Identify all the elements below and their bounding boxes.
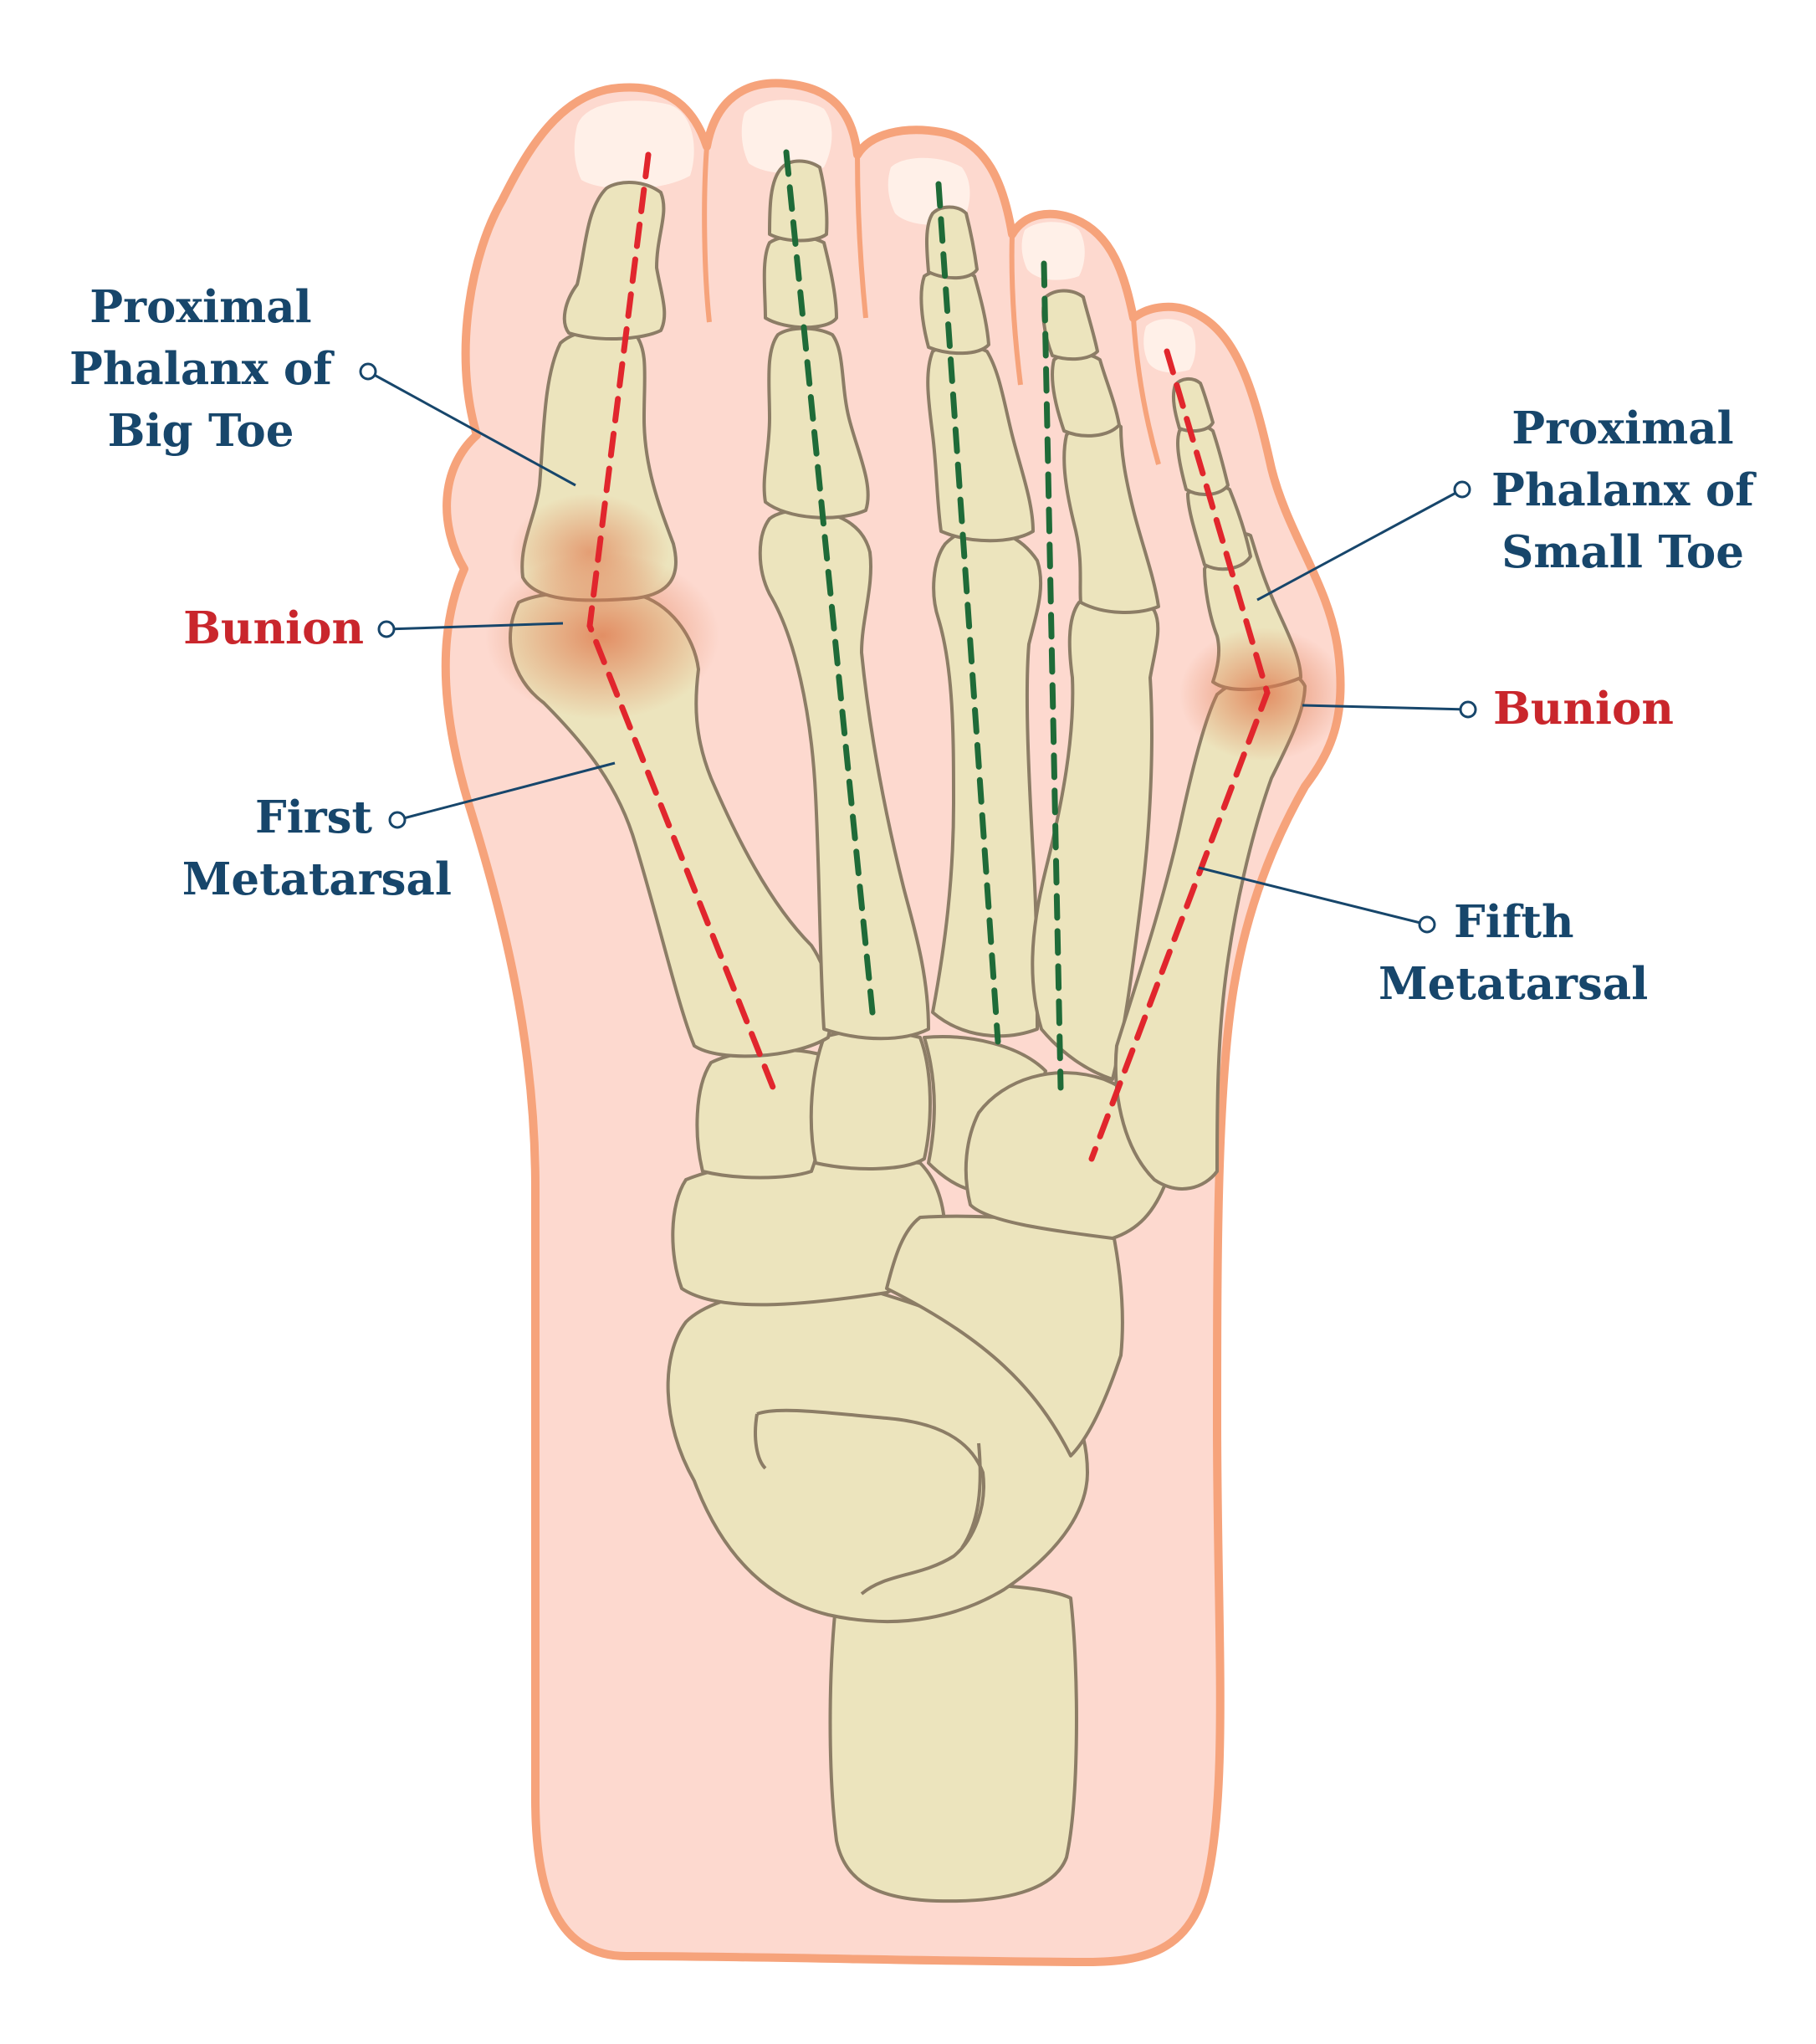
toenail-4 <box>1021 222 1085 280</box>
toenail-2 <box>741 100 832 173</box>
label-line: Big Toe <box>107 405 294 457</box>
third-toe-axis-line <box>935 181 1001 1045</box>
label-line: First <box>254 791 372 843</box>
label-proximal-phalanx-big-toe: Proximal Phalanx of Big Toe <box>50 276 351 462</box>
medial-cuneiform <box>695 1048 826 1180</box>
toe-gap-1 <box>702 146 712 323</box>
toenail-big <box>574 100 694 189</box>
leader-first-metatarsal <box>396 761 616 822</box>
label-line: Phalanx of <box>1491 464 1754 516</box>
fourth-metatarsal-bone <box>1031 590 1160 1081</box>
second-distal-phalanx <box>768 159 829 243</box>
label-line: Metatarsal <box>1379 958 1649 1010</box>
label-line: Metatarsal <box>182 853 452 905</box>
big-toe-deviation-line <box>586 151 777 1093</box>
second-metatarsal-bone <box>758 509 930 1041</box>
bunion-inflammation-left-upper <box>510 494 669 611</box>
toenail-5 <box>1143 319 1196 373</box>
fourth-proximal-phalanx <box>1062 418 1160 614</box>
label-line: Fifth <box>1454 896 1574 948</box>
leader-dot-bunion-left <box>377 620 396 638</box>
leader-big-toe-phalanx <box>367 370 576 487</box>
toe-gap-2 <box>855 154 868 319</box>
label-line: Proximal <box>1512 402 1734 454</box>
fourth-toe-axis-line <box>1041 260 1064 1091</box>
label-line: Small Toe <box>1501 526 1744 578</box>
leader-small-toe-phalanx <box>1256 488 1463 602</box>
leader-lines <box>359 362 1477 934</box>
leader-dot-small-toe-phalanx <box>1453 480 1471 499</box>
label-bunion-right: Bunion <box>1493 683 1674 735</box>
leader-bunion-left <box>386 622 564 631</box>
label-line: Phalanx of <box>69 343 332 395</box>
toe-gap-4 <box>1131 317 1161 465</box>
cuboid-bone <box>885 1214 1124 1457</box>
label-first-metatarsal: First Metatarsal <box>117 786 452 910</box>
tarsal-base <box>964 1071 1169 1240</box>
leader-dot-big-toe-phalanx <box>359 362 377 381</box>
second-proximal-phalanx <box>762 326 870 520</box>
intermediate-cuneiform <box>809 1029 932 1171</box>
leader-bunion-right <box>1302 704 1469 711</box>
toe-gap-3 <box>1009 233 1023 386</box>
leader-dot-first-metatarsal <box>388 811 407 829</box>
leader-dot-fifth-metatarsal <box>1418 915 1436 934</box>
label-line: Proximal <box>90 281 312 333</box>
small-toe-deviation-line <box>1088 348 1271 1162</box>
label-bunion-left: Bunion <box>183 602 364 654</box>
bunion-inflammation-right <box>1179 628 1347 761</box>
talus-ridge <box>960 1442 982 1550</box>
calcaneus-bone <box>828 1582 1078 1903</box>
leader-dot-bunion-right <box>1459 700 1477 719</box>
second-toe-axis-line <box>783 149 876 1016</box>
talus-curve <box>754 1413 767 1470</box>
distal-phalanx-big-toe-bone <box>562 181 667 341</box>
label-fifth-metatarsal: Fifth Metatarsal <box>1379 891 1713 1015</box>
fifth-tip-phalanx <box>1171 377 1215 433</box>
label-proximal-phalanx-small-toe: Proximal Phalanx of Small Toe <box>1472 397 1773 583</box>
leader-fifth-metatarsal <box>1198 866 1428 926</box>
deviation-lines <box>586 149 1271 1162</box>
